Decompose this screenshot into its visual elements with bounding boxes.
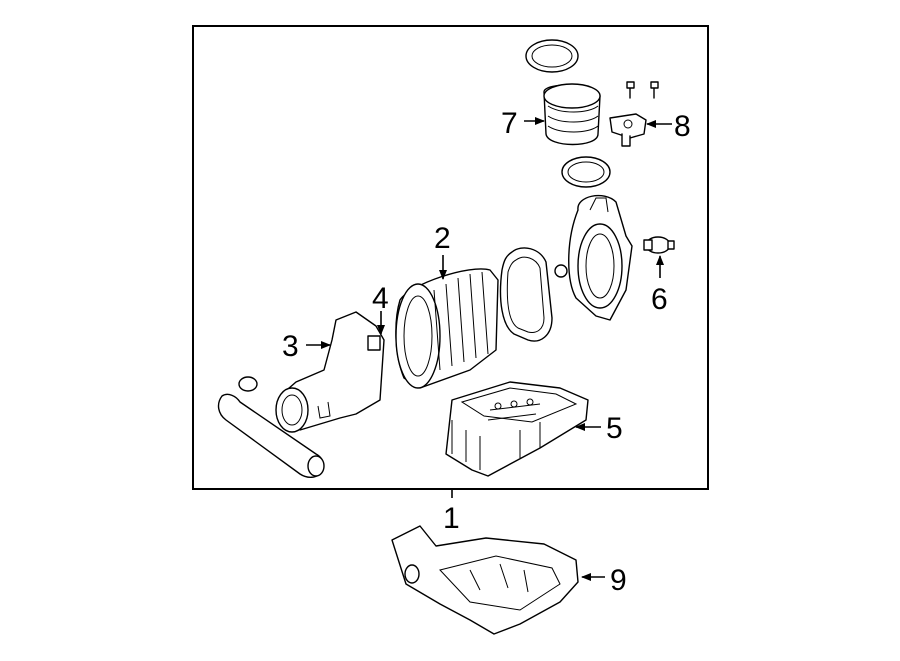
- callout-4: 4: [372, 282, 389, 315]
- part-8-sensor: [609, 81, 659, 147]
- part-5-lower-housing: [445, 381, 589, 477]
- callout-1: 1: [443, 502, 460, 535]
- callout-7: 7: [501, 107, 518, 140]
- intake-hose: [217, 376, 325, 478]
- callout-5: 5: [606, 412, 623, 445]
- callout-9: 9: [610, 564, 627, 597]
- outlet-elbow: [554, 194, 633, 321]
- part-7-clamps-coupler: [525, 39, 611, 188]
- callout-2: 2: [434, 222, 451, 255]
- leader-arrows: [306, 117, 672, 581]
- callout-6: 6: [651, 283, 668, 316]
- part-6-sensor: [643, 236, 675, 254]
- part-2-filter-element: [395, 268, 499, 389]
- callout-8: 8: [674, 110, 691, 143]
- part-9-tray: [391, 525, 579, 635]
- callout-3: 3: [282, 330, 299, 363]
- filter-gasket: [499, 247, 553, 342]
- part-3-inlet-duct: [275, 311, 385, 433]
- assembly-frame: [192, 25, 709, 490]
